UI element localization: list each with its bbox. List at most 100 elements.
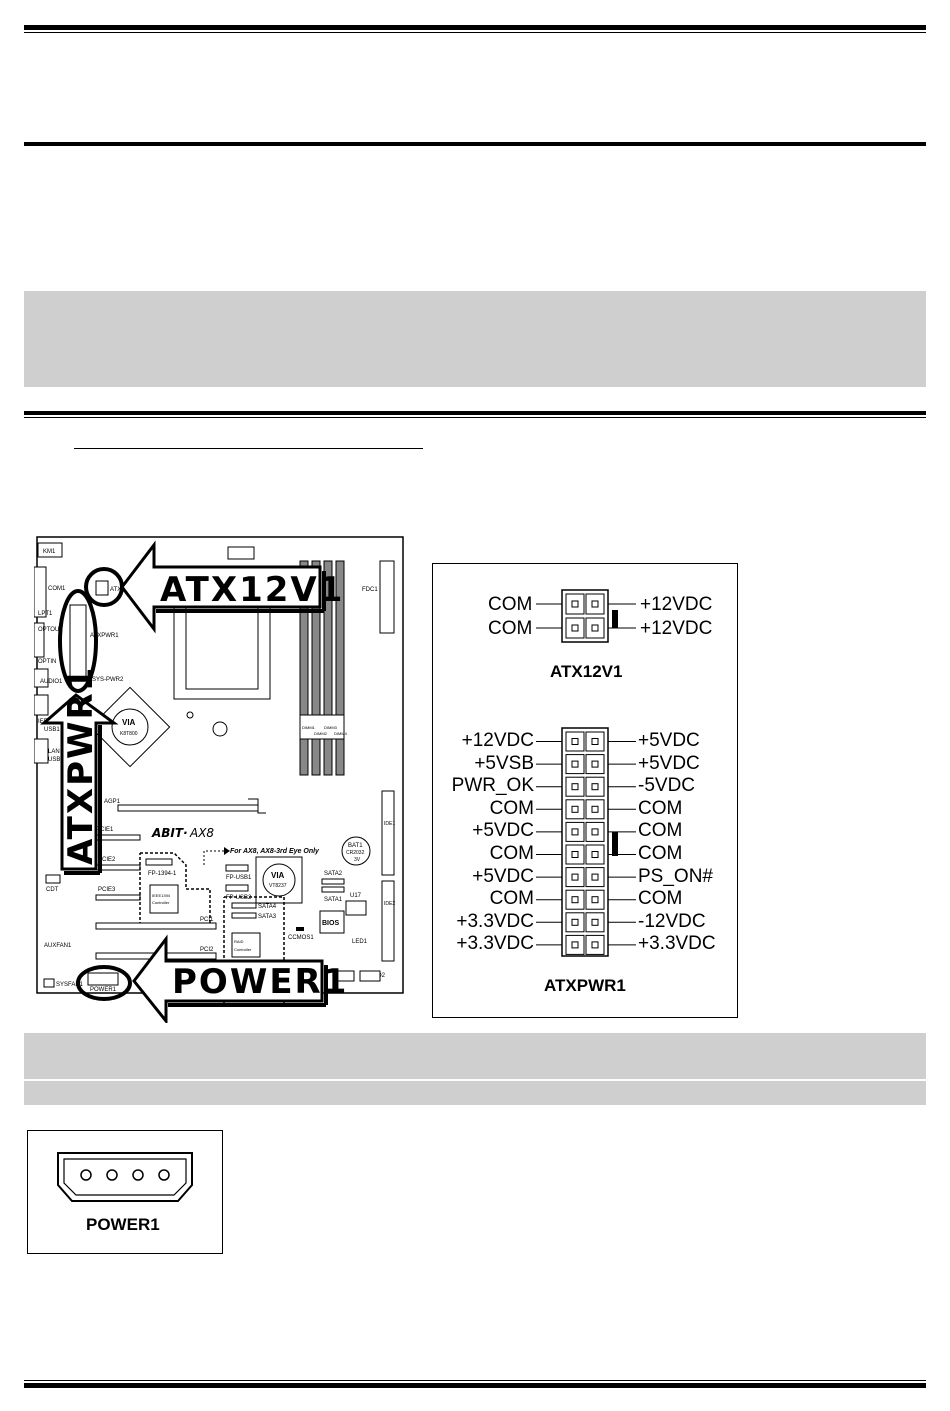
power1-connector xyxy=(57,1152,193,1202)
atxpwr-pin-hole xyxy=(571,851,579,858)
label-cr2032: CR2032 xyxy=(346,850,365,856)
atxpwr-pin-hole xyxy=(571,783,579,791)
label-sysfan: SYSFAN1 xyxy=(56,982,84,988)
atxpwr-pin-hole xyxy=(591,805,599,813)
atxpwr-right-label: COM xyxy=(638,888,683,910)
atxpwr-pin-hole xyxy=(591,896,599,904)
callout-text-atx12v1: ATX12V1 xyxy=(160,570,344,610)
label-vt8237: VT8237 xyxy=(269,883,287,889)
atxpwr-pin-hole xyxy=(571,760,579,768)
atx12v1-pinout: COM COM +12VDC +12VDC ATX12V1 xyxy=(432,580,738,690)
atxpwr-right-label: COM xyxy=(638,797,683,819)
label-pci2: PCI2 xyxy=(200,947,214,953)
label-3v: 3V xyxy=(354,857,361,863)
note-band-2 xyxy=(24,1033,926,1079)
label-optout: OPTOUT xyxy=(38,627,63,633)
atxpwr-pin-hole xyxy=(571,805,579,813)
model-name: AX8 xyxy=(189,826,214,840)
callout-arrow-atx12v1: ATX12V1 xyxy=(120,540,344,634)
subheading-underline xyxy=(74,448,423,449)
label-led1: LED1 xyxy=(352,939,368,945)
label-atxpwr1: ATXPWR1 xyxy=(90,633,119,639)
label-bat1: BAT1 xyxy=(348,843,363,849)
atxpwr-right-label: -5VDC xyxy=(638,775,696,797)
label-pcie2: PCIE2 xyxy=(98,857,116,863)
atxpwr-left-label: +3.3VDC xyxy=(456,910,534,932)
atxpwr-pin-hole xyxy=(591,783,599,791)
label-fpusb2: FP-USB2 xyxy=(226,895,252,901)
atxpwr-right-label: +3.3VDC xyxy=(638,933,716,955)
callout-arrow-power1: POWER1 xyxy=(132,934,348,1026)
atxpwr-pin-hole xyxy=(571,896,579,904)
label-pcie3: PCIE3 xyxy=(98,887,116,893)
atxpwr-left-label: PWR_OK xyxy=(451,775,534,797)
label-fpusb1: FP-USB1 xyxy=(226,875,252,881)
atxpwr-pin-hole xyxy=(571,918,579,926)
atxpwr1-connector xyxy=(536,727,636,957)
atxpwr-pin-hole xyxy=(591,873,599,881)
label-ieee-ctrl2: Controller xyxy=(152,900,170,905)
label-sys-pwr2: SYS-PWR2 xyxy=(92,677,124,683)
label-usb1: USB1 xyxy=(44,727,60,733)
atxpwr-right-label: +5VDC xyxy=(638,730,700,751)
atx12v-left-2: COM xyxy=(488,618,533,639)
atxpwr-pin-hole xyxy=(591,941,599,949)
header-rule-top xyxy=(24,25,926,30)
label-pcie1: PCIE1 xyxy=(96,827,114,833)
label-sata1: SATA1 xyxy=(324,897,343,903)
label-lpt1: LPT1 xyxy=(38,611,53,617)
label-sata3: SATA3 xyxy=(258,914,277,920)
atx12v-left-1: COM xyxy=(488,594,533,615)
atx12v-right-2: +12VDC xyxy=(640,618,713,639)
label-raid2: Controller xyxy=(234,947,252,952)
callout-text-atxpwr1: ATXPWR1 xyxy=(61,666,101,865)
label-dimm2: DIMM2 xyxy=(314,731,328,736)
label-lan: LAN xyxy=(48,749,60,755)
atxpwr-title: ATXPWR1 xyxy=(544,976,626,995)
section-rule-2 xyxy=(24,411,926,415)
header-rule-thin xyxy=(24,32,926,33)
atxpwr-pin-hole xyxy=(591,828,599,836)
atx12v1-connector xyxy=(536,589,636,643)
label-dimm3: DIMM3 xyxy=(324,725,338,730)
atxpwr-left-label: +5VDC xyxy=(472,865,534,887)
callout-arrow-atxpwr1: ATXPWR1 xyxy=(40,666,119,875)
label-audio1: AUDIO1 xyxy=(40,679,63,685)
section-rule-2-thin xyxy=(24,417,926,418)
label-ide1: IDE1 xyxy=(384,821,395,827)
atxpwr-left-label: +3.3VDC xyxy=(456,933,534,955)
highlight-power1 xyxy=(76,965,132,1001)
atxpwr-pin-hole xyxy=(571,941,579,949)
label-agp: AGP1 xyxy=(104,799,121,805)
atxpwr-right-label: -12VDC xyxy=(638,910,706,932)
label-dimm4: DIMM4 xyxy=(334,731,348,736)
label-ide2: IDE2 xyxy=(384,901,395,907)
highlight-atxpwr1 xyxy=(58,589,98,693)
atxpwr-left-label: +5VSB xyxy=(474,752,534,774)
atx12v-title: ATX12V1 xyxy=(550,662,623,681)
atxpwr-left-label: COM xyxy=(489,888,534,910)
label-fp1394: FP-1394-1 xyxy=(148,871,177,877)
atx12v-right-1: +12VDC xyxy=(640,594,713,615)
label-bios: BIOS xyxy=(322,920,339,927)
atxpwr-left-label: +5VDC xyxy=(472,820,534,842)
atxpwr-right-label: PS_ON# xyxy=(638,865,713,887)
label-sata4: SATA4 xyxy=(258,904,277,910)
note-band-3 xyxy=(24,1081,926,1105)
atxpwr-pin-hole xyxy=(571,738,579,745)
atxpwr-right-label: COM xyxy=(638,843,683,864)
atxpwr-left-label: +12VDC xyxy=(461,730,534,751)
atxpwr-pin-hole xyxy=(591,760,599,768)
label-via-south: VIA xyxy=(271,871,285,880)
brand-logo: ABIT· xyxy=(151,826,188,840)
atxpwr-pin-hole xyxy=(591,738,599,745)
atxpwr-right-label: COM xyxy=(638,820,683,842)
footer-rule-thick xyxy=(24,1383,926,1388)
atxpwr-right-label: +5VDC xyxy=(638,752,700,774)
atxpwr-pin-hole xyxy=(591,918,599,926)
atxpwr-pin-hole xyxy=(591,851,599,858)
callout-text-power1: POWER1 xyxy=(172,962,348,1002)
motherboard-figure: KM1 COM1 LPT1 OPTOUT OPTIN AUDIO1 IEEE13… xyxy=(33,535,414,1026)
atxpwr-left-label: COM xyxy=(489,843,534,864)
